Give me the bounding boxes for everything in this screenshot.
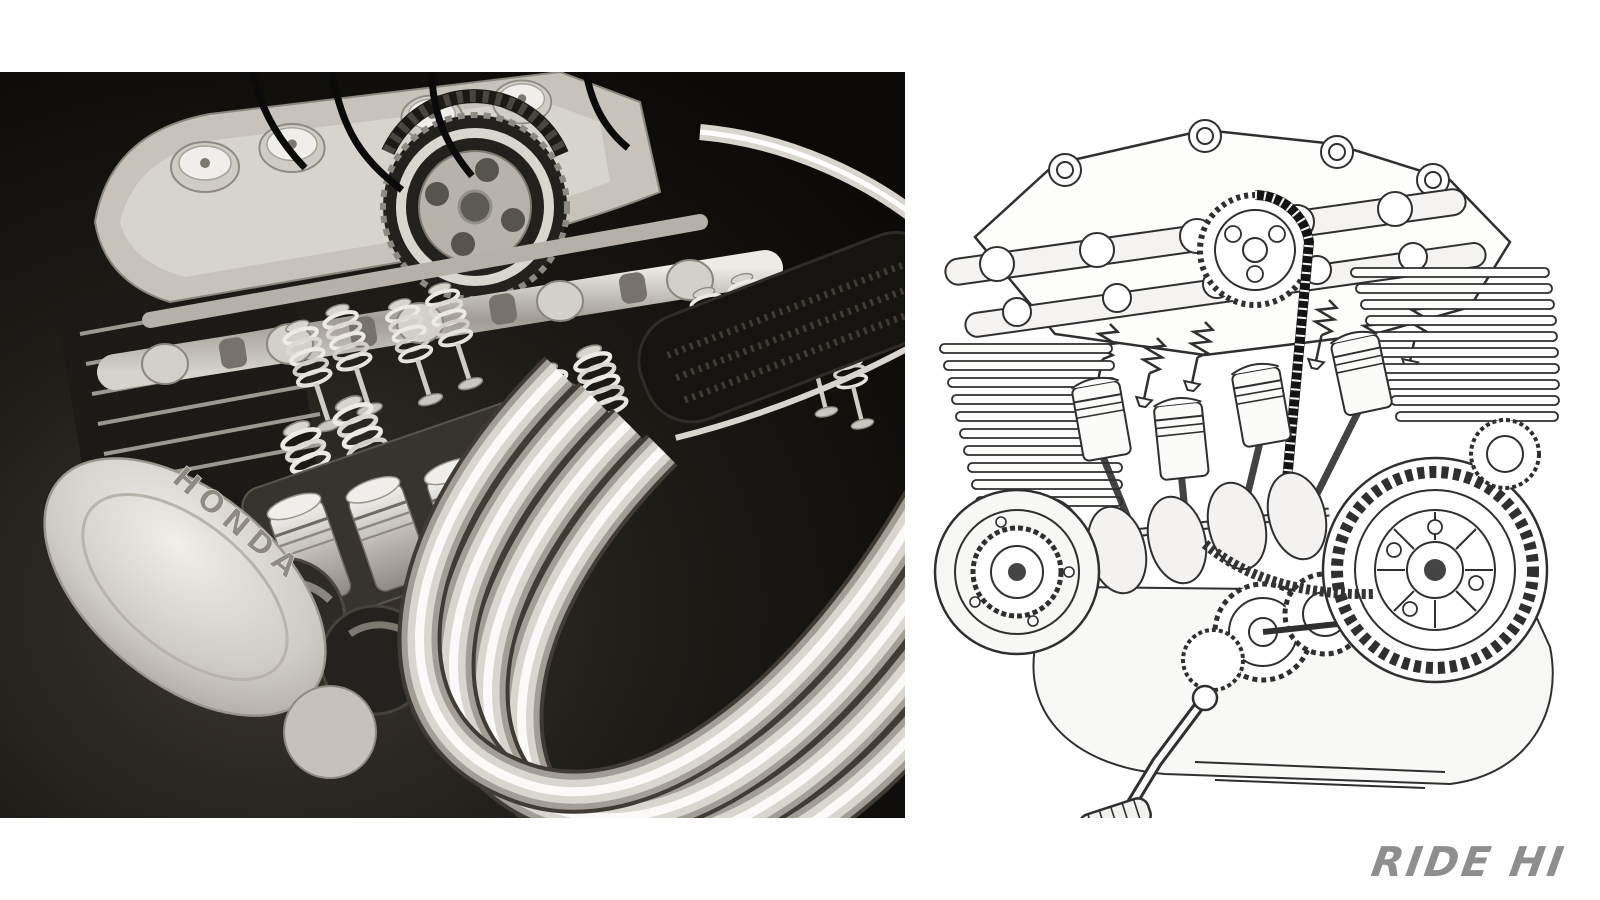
cam-sprocket bbox=[380, 89, 570, 302]
right-engine-line-art bbox=[933, 119, 1560, 818]
ride-hi-watermark: RIDE HI bbox=[1368, 838, 1570, 886]
kick-starter bbox=[1078, 684, 1219, 818]
primary-chain bbox=[1201, 540, 1374, 600]
transmission-gears bbox=[1181, 571, 1376, 692]
clutch bbox=[1321, 456, 1549, 684]
heat-shield bbox=[637, 231, 923, 441]
camshaft bbox=[97, 214, 783, 390]
left-engine-illustration: HONDA bbox=[0, 72, 923, 818]
spark-plug-wires bbox=[248, 72, 631, 193]
starter-gear bbox=[1469, 418, 1541, 490]
cam-chain-drive bbox=[1197, 190, 1315, 503]
oil-pan bbox=[1194, 761, 1446, 789]
small-cover bbox=[283, 685, 377, 779]
right-engine-drawing bbox=[905, 72, 1600, 818]
left-engine-photo: HONDA bbox=[0, 72, 923, 818]
frame-tube-highlight bbox=[699, 129, 923, 224]
alternator bbox=[933, 488, 1101, 656]
